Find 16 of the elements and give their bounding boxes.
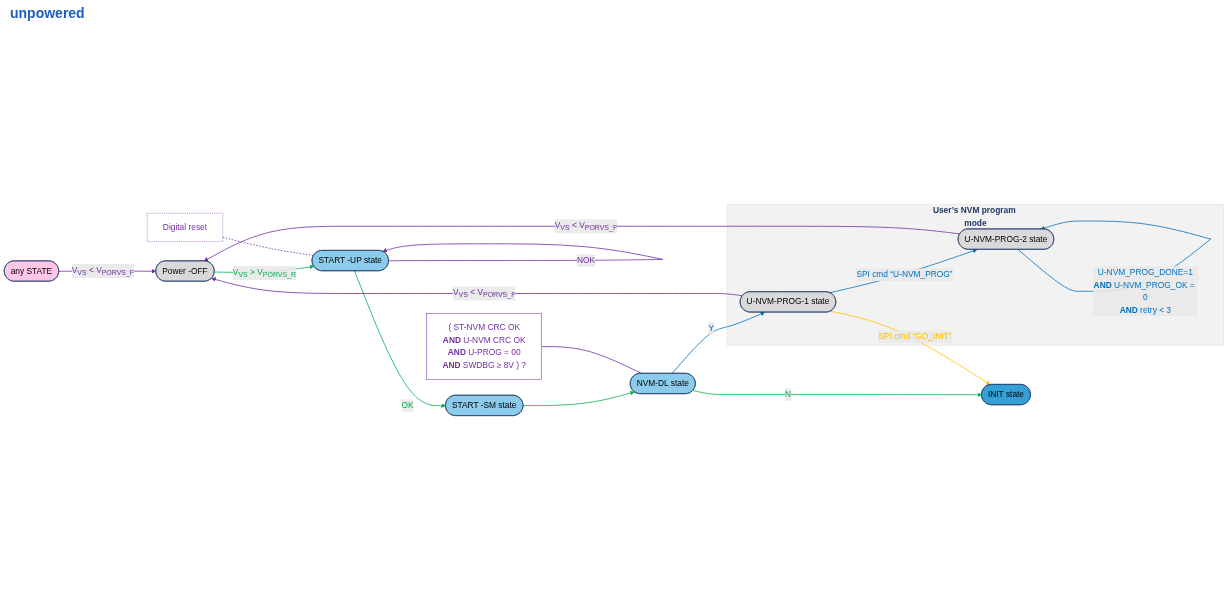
edge-label: SPI cmd “U-NVM_PROG” — [856, 269, 953, 279]
edge-label: SPI cmd “GO_INIT” — [878, 331, 952, 341]
node-box: ( ST-NVM CRC OK AND U-NVM CRC OK AND U-PROG = 00 AND SWDBG ≥ 8V ) ? — [426, 313, 542, 380]
edge-label: V$_{VS}$ < V$_{PORVS_F}$ — [71, 265, 135, 277]
edge-label: V$_{VS}$ < V$_{PORVS_F}$ — [453, 287, 516, 299]
edge-label: V$_{VS}$ > V$_{PORVS_R}$ — [232, 267, 296, 279]
connector — [222, 236, 315, 256]
node-box: Digital reset — [146, 212, 223, 242]
edge-label: N — [784, 389, 791, 399]
edge-label: Y — [708, 323, 714, 333]
edge-label: OK — [401, 400, 414, 410]
connector — [541, 345, 643, 374]
edge-label: V$_{VS}$ < V$_{PORVS_F}$ — [554, 220, 618, 232]
diagram-note: unpowered — [10, 5, 85, 21]
edge-label: NOK — [576, 255, 596, 265]
edge-label: U-NVM_PROG_DONE=1 AND U-NVM_PROG_OK = 0 AND retry < 3 — [1093, 267, 1195, 314]
